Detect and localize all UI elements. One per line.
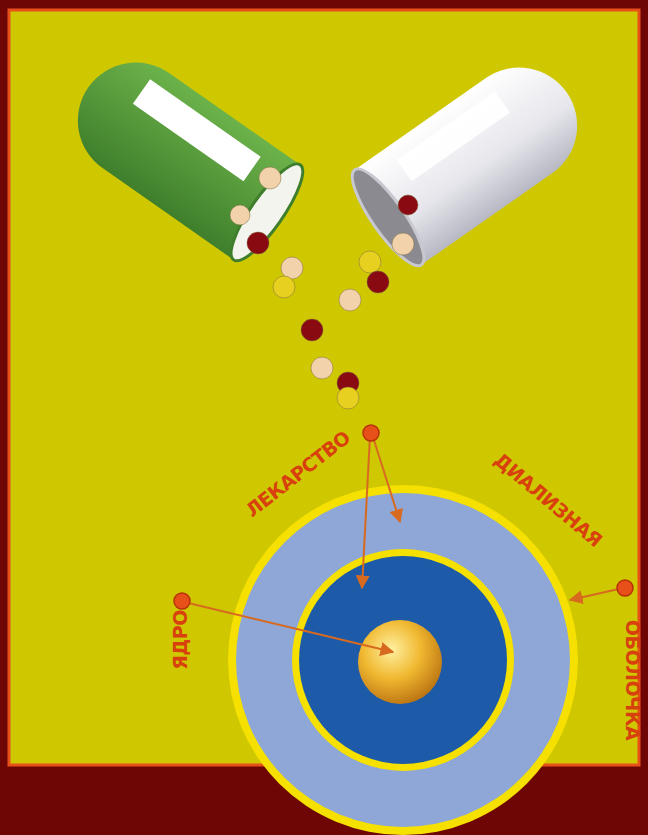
- part-label: ЯДРО: [171, 610, 190, 670]
- drug-beads: [230, 167, 418, 409]
- capsule-half: [342, 45, 600, 274]
- part-label: ОБОЛОЧКА: [623, 620, 642, 740]
- leader-dots: [174, 425, 633, 609]
- capsule-half: [55, 40, 313, 269]
- part-label: ДИАЛИЗНАЯ: [491, 450, 605, 550]
- leader-lines: [184, 434, 623, 652]
- microcapsule: [228, 485, 578, 835]
- part-label: ЛЕКАРСТВО: [243, 428, 354, 521]
